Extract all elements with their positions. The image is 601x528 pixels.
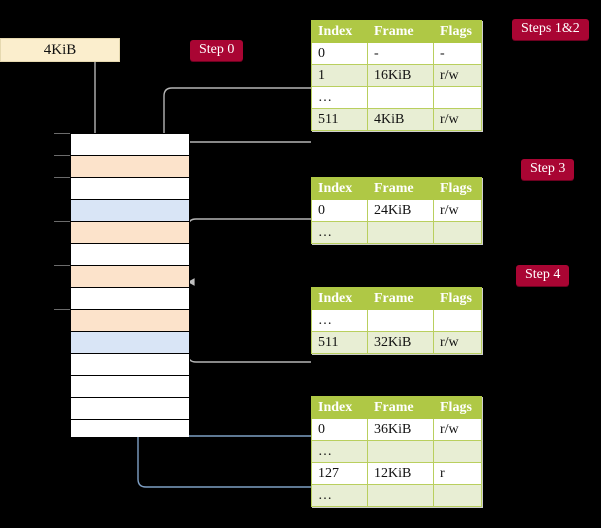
memory-row-tick: [54, 133, 70, 134]
memory-row-tick: [54, 265, 70, 266]
memory-frame-row: [71, 398, 189, 420]
cell-frame: 4KiB: [367, 108, 434, 131]
cell-frame: [367, 484, 434, 507]
cell-frame: 36KiB: [367, 418, 434, 441]
memory-frame-row: [71, 310, 189, 332]
memory-frame-row: [71, 134, 189, 156]
cell-index: …: [311, 221, 368, 244]
table-row[interactable]: …: [311, 221, 482, 244]
cell-index: …: [311, 440, 368, 463]
cell-flags: r/w: [433, 331, 482, 354]
cell-frame: 32KiB: [367, 331, 434, 354]
memory-frame-row: [71, 266, 189, 288]
column-header-frame: Frame: [367, 287, 434, 310]
memory-frame-row: [71, 178, 189, 200]
memory-frame-row: [71, 222, 189, 244]
cell-index: …: [311, 484, 368, 507]
memory-frame-row: [71, 200, 189, 222]
table-row[interactable]: …: [311, 484, 482, 507]
memory-frame-row: [71, 332, 189, 354]
cell-flags: [433, 221, 482, 244]
column-header-frame: Frame: [367, 396, 434, 419]
badge-step-3: Step 3: [521, 159, 575, 181]
cell-frame: 12KiB: [367, 462, 434, 485]
column-header-flags: Flags: [433, 177, 482, 200]
memory-row-tick: [54, 155, 70, 156]
source-frame-label: 4KiB: [43, 41, 77, 58]
memory-frame-row: [71, 288, 189, 310]
memory-frame-row: [71, 376, 189, 398]
memory-frame-row: [71, 156, 189, 178]
column-header-index: Index: [311, 20, 368, 43]
cell-frame: [367, 221, 434, 244]
cell-flags: -: [433, 42, 482, 65]
column-header-flags: Flags: [433, 20, 482, 43]
badge-step-0: Step 0: [190, 40, 244, 62]
cell-flags: r/w: [433, 64, 482, 87]
memory-frame-row: [71, 244, 189, 266]
cell-index: 511: [311, 331, 368, 354]
table-row[interactable]: 0--: [311, 42, 482, 65]
cell-flags: r/w: [433, 108, 482, 131]
column-header-flags: Flags: [433, 396, 482, 419]
cell-flags: [433, 484, 482, 507]
memory-row-tick: [54, 221, 70, 222]
column-header-frame: Frame: [367, 177, 434, 200]
physical-memory-column: [70, 133, 190, 437]
cell-index: 511: [311, 108, 368, 131]
memory-frame-row: [71, 354, 189, 376]
column-header-index: Index: [311, 287, 368, 310]
memory-row-tick: [54, 309, 70, 310]
cell-index: …: [311, 309, 368, 332]
source-frame-box: 4KiB: [0, 38, 120, 62]
column-header-index: Index: [311, 396, 368, 419]
memory-row-tick: [54, 177, 70, 178]
badge-steps-1-2: Steps 1&2: [512, 19, 589, 41]
cell-index: 1: [311, 64, 368, 87]
memory-frame-row: [71, 420, 189, 437]
badge-step-4: Step 4: [516, 265, 570, 287]
